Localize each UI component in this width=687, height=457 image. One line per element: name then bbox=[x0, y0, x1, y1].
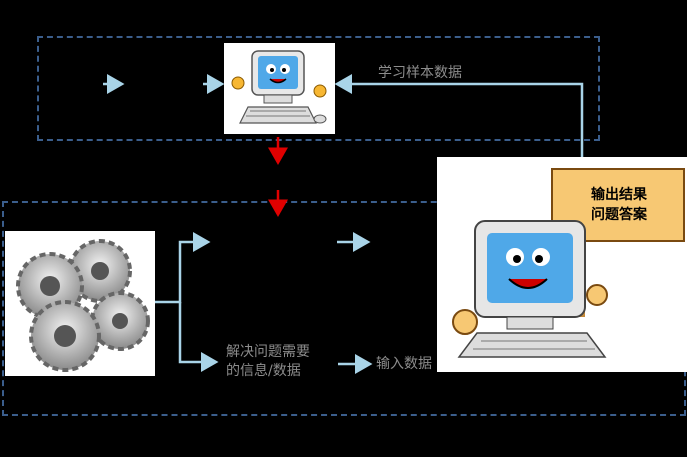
right-computer-image: 输出结果 问题答案 bbox=[437, 157, 687, 372]
gears-image bbox=[5, 231, 155, 376]
problem-info-line-1: 解决问题需要 bbox=[226, 344, 310, 360]
sign-line-1: 输出结果 bbox=[591, 187, 647, 203]
training-region bbox=[37, 36, 600, 141]
arrow-feedback bbox=[334, 74, 584, 168]
branch-line-lower bbox=[178, 302, 219, 372]
gears-icon bbox=[16, 239, 150, 372]
branch-line bbox=[152, 232, 211, 304]
problem-info-line-2: 的信息/数据 bbox=[226, 363, 301, 379]
computer-holding-sign-icon bbox=[452, 168, 685, 358]
sign-line-2: 问题答案 bbox=[591, 207, 647, 223]
training-data-label: 学习样本数据 bbox=[378, 65, 462, 81]
input-data-label: 输入数据 bbox=[376, 356, 432, 372]
computer-mascot-icon bbox=[231, 50, 327, 124]
top-computer-image bbox=[224, 43, 335, 134]
